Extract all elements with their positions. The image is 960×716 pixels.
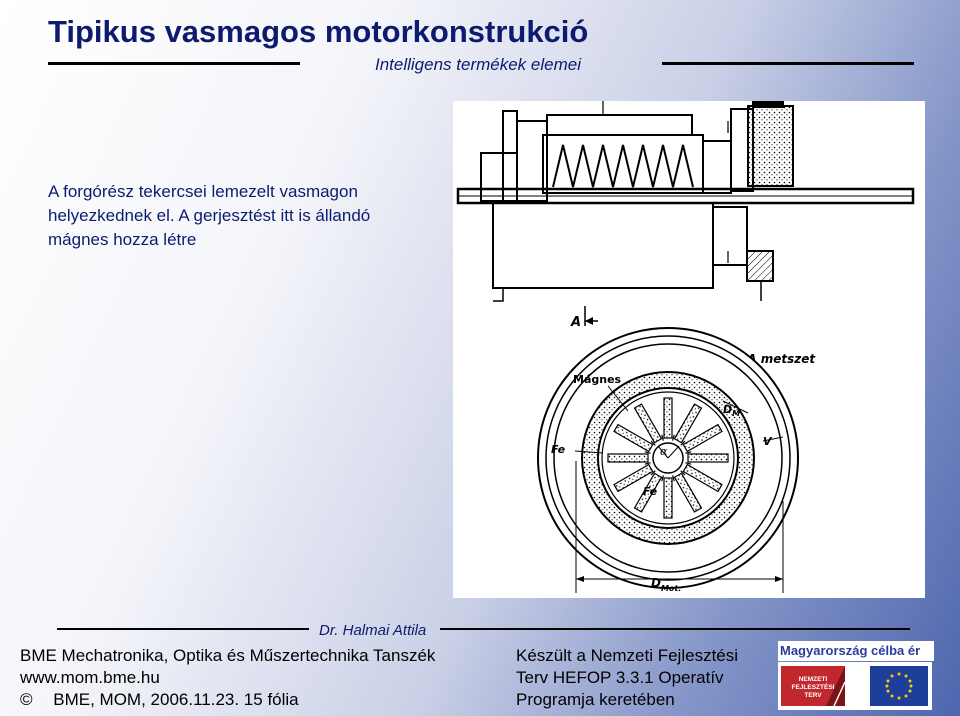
copyright-text: BME, MOM, 2006.11.23. 15 fólia	[53, 690, 299, 709]
funding-line-1: Készült a Nemzeti Fejlesztési	[516, 646, 739, 665]
motor-drawing: A A-A metszet	[453, 101, 925, 598]
logo-red-stripe	[826, 666, 845, 706]
leader-lines	[574, 385, 784, 593]
header-rule-right	[662, 62, 914, 65]
label-fe-inner: Fe	[643, 485, 658, 498]
footer-rule-left	[57, 628, 309, 630]
motor-drawing-svg: A A-A metszet	[456, 101, 915, 593]
slide-subtitle: Intelligens termékek elemei	[375, 55, 581, 74]
nft-logo: NEMZETI FEJLESZTÉSI TERV	[778, 662, 932, 710]
section-marker-a: A	[570, 306, 598, 330]
label-fe-outer: Fe	[551, 443, 566, 456]
header-rule-left	[48, 62, 300, 65]
eu-stars-icon	[885, 672, 913, 700]
winding-teeth	[552, 144, 694, 188]
copyright-icon: ©	[20, 690, 33, 709]
nft-logo-graphic	[781, 666, 928, 707]
funding-line-2: Terv HEFOP 3.3.1 Operatív	[516, 668, 724, 687]
label-dm: DM	[723, 403, 740, 418]
label-dmot: DMot.	[651, 576, 681, 593]
description-text: A forgórész tekercsei lemezelt vasmagon …	[48, 182, 371, 249]
website-link[interactable]: www.mom.bme.hu	[20, 668, 160, 687]
label-magnes: Mágnes	[573, 373, 622, 386]
funding-line-3: Programja keretében	[516, 690, 675, 709]
footer-rule-right	[440, 628, 910, 630]
department-text: BME Mechatronika, Optika és Műszertechni…	[20, 646, 436, 665]
longitudinal-section	[456, 101, 915, 302]
shaft-tick-marks	[602, 101, 729, 263]
label-alpha: α	[660, 445, 668, 458]
slide-title: Tipikus vasmagos motorkonstrukció	[48, 14, 589, 49]
eu-flag-icon	[870, 666, 928, 706]
logo-banner: Magyarország célba ér	[778, 641, 934, 661]
logo-text: NEMZETI FEJLESZTÉSI TERV	[791, 676, 835, 699]
section-a-label: A	[570, 315, 581, 330]
copyright-line: © BME, MOM, 2006.11.23. 15 fólia	[20, 690, 299, 710]
rotor-slots	[607, 397, 729, 519]
cross-section	[537, 327, 799, 589]
author-name: Dr. Halmai Attila	[319, 622, 427, 639]
label-v: V	[763, 435, 773, 448]
